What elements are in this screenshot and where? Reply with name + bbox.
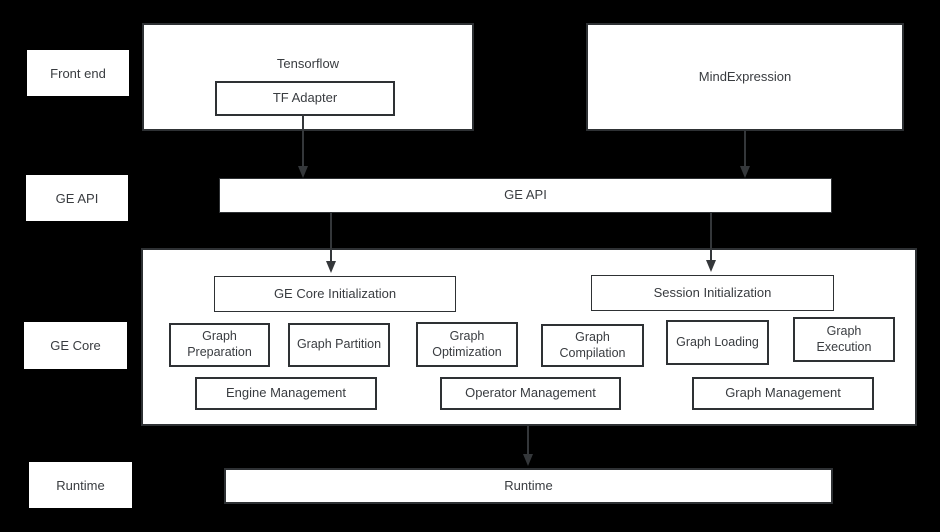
graph-compilation-label: Graph Compilation <box>559 329 626 360</box>
ge-api-bar-label: GE API <box>504 187 547 203</box>
graph-execution-box: Graph Execution <box>793 317 895 362</box>
ge-core-initialization-label: GE Core Initialization <box>273 285 397 301</box>
session-initialization-box: Session Initialization <box>591 275 834 311</box>
tensorflow-box: Tensorflow TF Adapter <box>142 23 474 131</box>
graph-partition-label: Graph Partition <box>296 337 382 352</box>
operator-management-label: Operator Management <box>465 385 596 401</box>
ge-core-initialization-box: GE Core Initialization <box>214 276 456 312</box>
graph-partition-box: Graph Partition <box>288 323 390 367</box>
row-label-ge-core: GE Core <box>24 322 127 369</box>
graph-loading-box: Graph Loading <box>666 320 769 365</box>
engine-management-label: Engine Management <box>226 385 346 401</box>
mindexpression-label: MindExpression <box>698 68 792 84</box>
graph-management-box: Graph Management <box>692 377 874 410</box>
row-label-ge-core-text: GE Core <box>50 338 101 353</box>
operator-management-box: Operator Management <box>440 377 621 410</box>
arrow-ge-core-to-runtime-icon <box>523 426 533 466</box>
row-label-front-end: Front end <box>27 50 129 96</box>
arrow-mindexpression-to-ge-api-icon <box>740 131 750 178</box>
session-initialization-label: Session Initialization <box>653 284 772 300</box>
mindexpression-box: MindExpression <box>586 23 904 131</box>
row-label-ge-api: GE API <box>26 175 128 221</box>
row-label-ge-api-text: GE API <box>55 190 99 206</box>
ge-core-box: GE Core Initialization Session Initializ… <box>141 248 917 426</box>
runtime-bar-label: Runtime <box>504 477 553 493</box>
graph-loading-label: Graph Loading <box>676 334 759 349</box>
ge-api-bar: GE API <box>219 178 832 213</box>
graph-optimization-box: Graph Optimization <box>416 322 518 367</box>
graph-preparation-label: Graph Preparation <box>187 329 252 359</box>
row-label-runtime-text: Runtime <box>56 477 105 493</box>
runtime-bar: Runtime <box>224 468 833 504</box>
graph-execution-label: Graph Execution <box>816 323 872 354</box>
graph-preparation-box: Graph Preparation <box>169 323 270 367</box>
graph-compilation-box: Graph Compilation <box>541 324 644 367</box>
row-label-runtime: Runtime <box>29 462 132 508</box>
tensorflow-title: Tensorflow <box>276 56 340 71</box>
row-label-front-end-text: Front end <box>50 65 106 81</box>
engine-management-box: Engine Management <box>195 377 377 410</box>
tf-adapter-label: TF Adapter <box>272 90 338 106</box>
tf-adapter-box: TF Adapter <box>215 81 395 116</box>
graph-optimization-label: Graph Optimization <box>432 328 502 359</box>
graph-management-label: Graph Management <box>725 385 841 401</box>
